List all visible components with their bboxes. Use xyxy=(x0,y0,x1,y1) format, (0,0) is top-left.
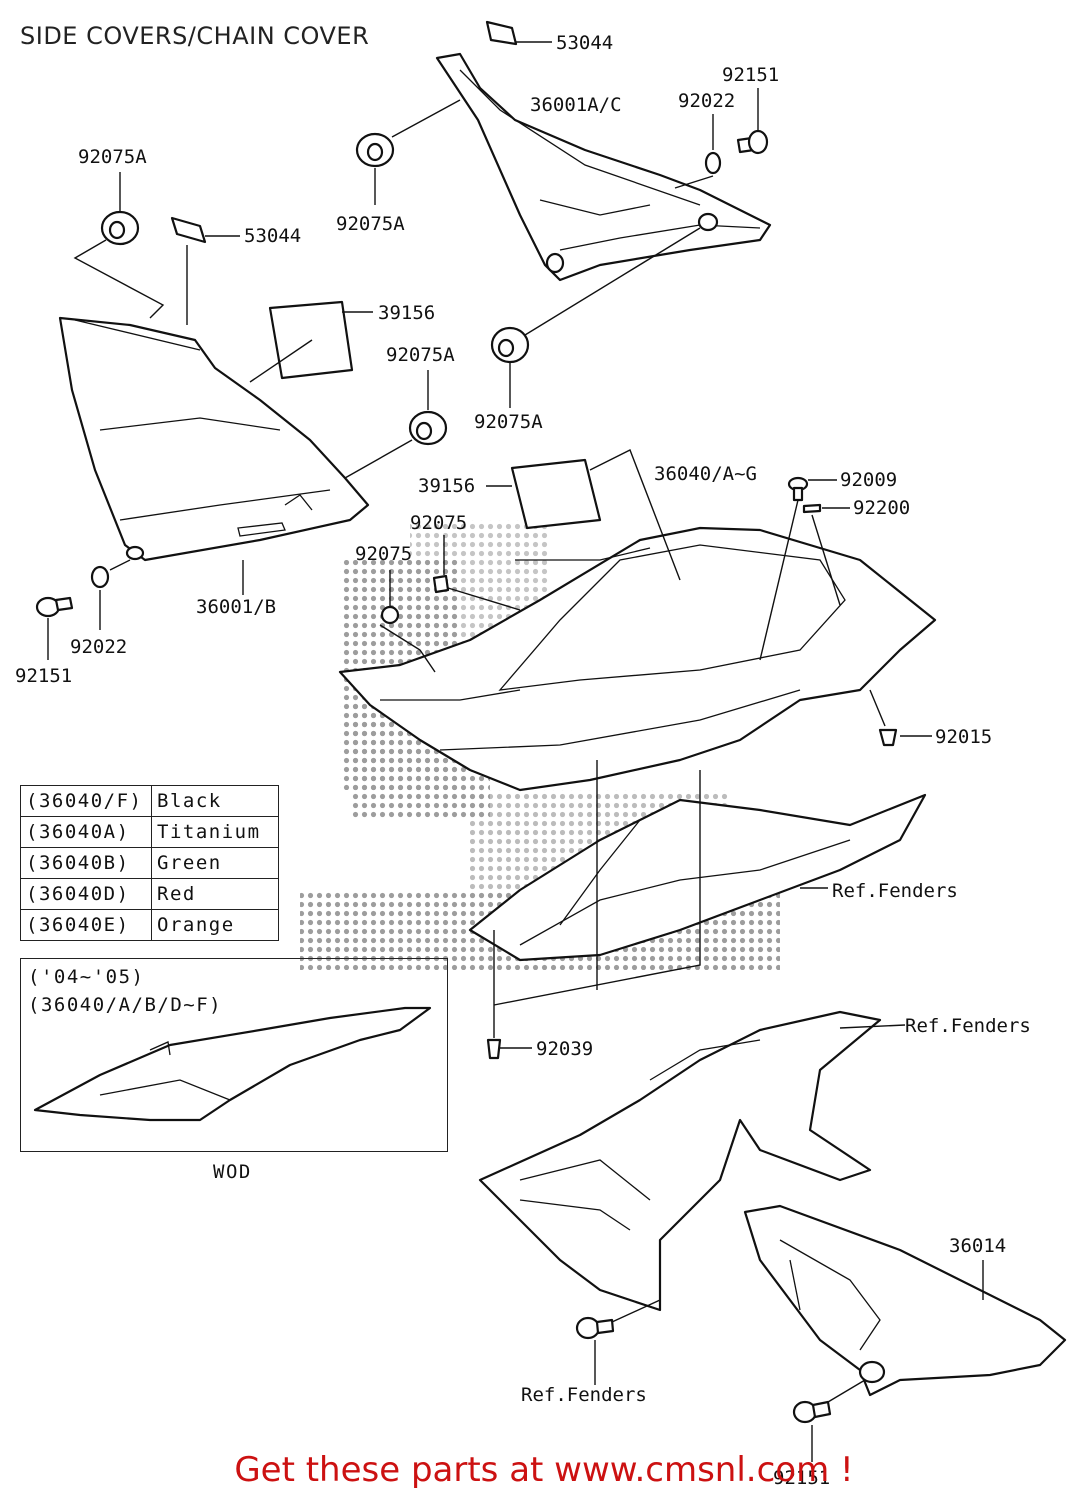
callout-36001b: 36001/B xyxy=(196,596,276,618)
callout-36040: 36040/A~G xyxy=(654,463,757,485)
callout-92151-left: 92151 xyxy=(15,665,72,687)
callout-92075-a: 92075 xyxy=(410,512,467,534)
grommet-92075a-topleft xyxy=(73,172,165,319)
grommet-92075a-lowmid xyxy=(490,227,701,408)
part-code-cell: (36040D) xyxy=(20,878,152,910)
callout-53044-left: 53044 xyxy=(244,225,301,247)
side-cover-right-36001ac xyxy=(435,52,772,282)
callout-92022-top: 92022 xyxy=(678,90,735,112)
callout-36014: 36014 xyxy=(949,1235,1006,1257)
sticker-39156-mid xyxy=(486,449,681,581)
bolt-921xx-bottom xyxy=(792,1379,866,1462)
bolt-ref-fenders-bottom xyxy=(575,1299,661,1385)
callout-92200: 92200 xyxy=(853,497,910,519)
bolt-92151-top xyxy=(736,88,769,155)
color-name-cell: Green xyxy=(151,847,279,879)
clip-92015 xyxy=(869,689,932,747)
washer-92022-left xyxy=(90,559,131,630)
part-code-cell: (36040/F) xyxy=(20,785,152,817)
undertray-ref-fenders xyxy=(468,793,927,962)
table-row: (36040B) Green xyxy=(20,847,279,879)
callout-39156-top: 39156 xyxy=(378,302,435,324)
grommet-92075a-mid xyxy=(355,99,461,205)
grommet-92075a-right xyxy=(344,370,448,479)
table-row: (36040D) Red xyxy=(20,878,279,910)
color-code-table: (36040/F) Black (36040A) Titanium (36040… xyxy=(20,785,279,941)
callout-92022-left: 92022 xyxy=(70,636,127,658)
footer-link-text[interactable]: Get these parts at www.cmsnl.com ! xyxy=(234,1450,854,1490)
variant-years: ('04~'05) xyxy=(28,966,145,988)
washer-92022-top xyxy=(674,114,722,189)
bolt-92151-left xyxy=(35,596,74,660)
callout-39156-mid: 39156 xyxy=(418,475,475,497)
pad-53044-left xyxy=(170,216,240,325)
rivet-92039 xyxy=(486,760,701,1060)
variant-caption: WOD xyxy=(213,1161,252,1183)
table-row: (36040E) Orange xyxy=(20,909,279,941)
color-name-cell: Orange xyxy=(151,909,279,941)
callout-53044-top: 53044 xyxy=(556,32,613,54)
callout-92075a-right: 92075A xyxy=(386,344,455,366)
callout-92151-top: 92151 xyxy=(722,64,779,86)
callout-92075a-topleft: 92075A xyxy=(78,146,147,168)
rear-fender-ref-fenders xyxy=(478,1010,906,1312)
callout-ref-fenders-2: Ref.Fenders xyxy=(905,1015,1031,1037)
color-name-cell: Titanium xyxy=(151,816,279,848)
callout-92075a-lowmid: 92075A xyxy=(474,411,543,433)
color-name-cell: Black xyxy=(151,785,279,817)
variant-codes: (36040/A/B/D~F) xyxy=(28,994,223,1016)
sticker-39156-top xyxy=(249,300,373,383)
callout-92009: 92009 xyxy=(840,469,897,491)
pad-53044-top xyxy=(485,20,552,46)
callout-921xx-bottom: 92151 xyxy=(773,1467,830,1489)
callout-92039: 92039 xyxy=(536,1038,593,1060)
callout-92075a-mid: 92075A xyxy=(336,213,405,235)
table-row: (36040A) Titanium xyxy=(20,816,279,848)
table-row: (36040/F) Black xyxy=(20,785,279,817)
variant-cowl-drawing xyxy=(33,1006,432,1122)
collar-92200 xyxy=(802,503,850,606)
chain-cover-36014 xyxy=(743,1204,1067,1397)
part-code-cell: (36040B) xyxy=(20,847,152,879)
nut-92075-b xyxy=(379,570,436,673)
callout-92015: 92015 xyxy=(935,726,992,748)
callout-92075-b: 92075 xyxy=(355,543,412,565)
part-code-cell: (36040E) xyxy=(20,909,152,941)
variant-inset-box xyxy=(20,958,448,1152)
bolt-92009 xyxy=(759,476,837,661)
side-cover-left-36001b xyxy=(58,316,370,562)
part-code-cell: (36040A) xyxy=(20,816,152,848)
color-name-cell: Red xyxy=(151,878,279,910)
callout-36001ac: 36001A/C xyxy=(530,94,622,116)
nut-92075-a xyxy=(432,535,521,611)
callout-ref-fenders-1: Ref.Fenders xyxy=(832,880,958,902)
page-title: SIDE COVERS/CHAIN COVER xyxy=(20,22,370,50)
callout-ref-fenders-3: Ref.Fenders xyxy=(521,1384,647,1406)
